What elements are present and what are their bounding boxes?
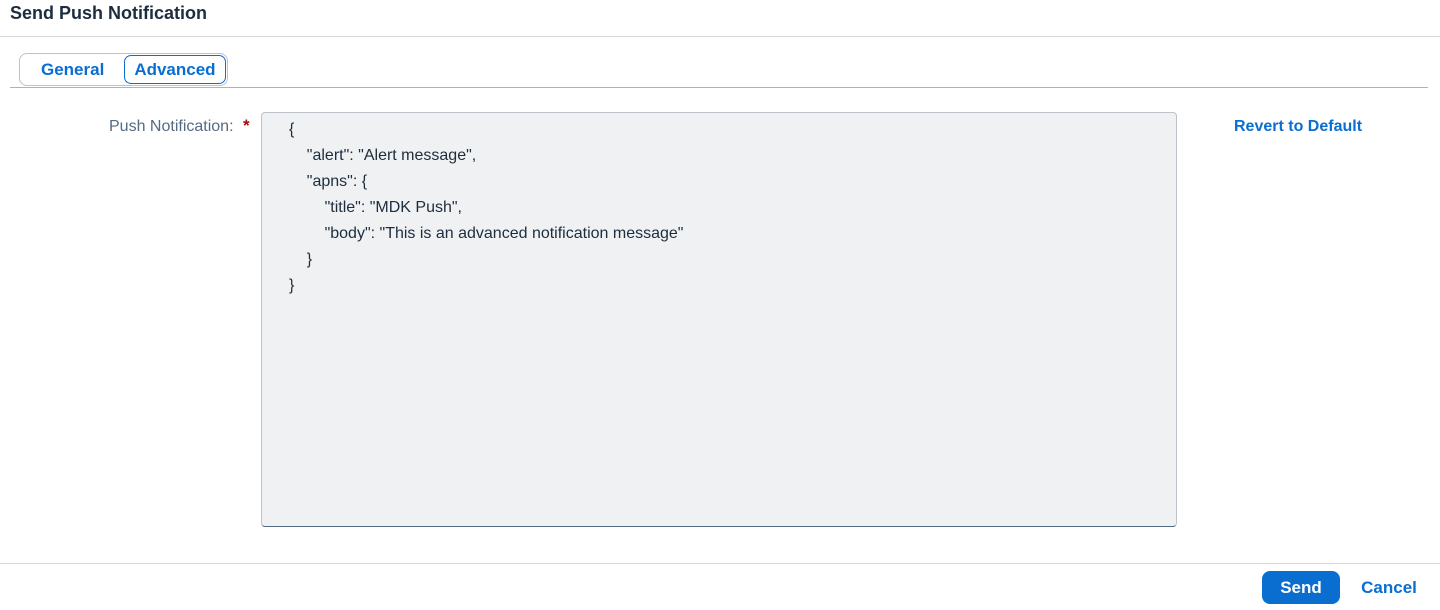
dialog-header: Send Push Notification (0, 0, 1440, 37)
push-notification-label: Push Notification: (109, 118, 234, 135)
tab-bar: General Advanced (19, 53, 228, 86)
tab-advanced[interactable]: Advanced (124, 55, 226, 84)
dialog-footer (0, 563, 1440, 610)
push-notification-payload-editor[interactable]: { "alert": "Alert message", "apns": { "t… (261, 112, 1177, 527)
cancel-button[interactable]: Cancel (1352, 571, 1426, 604)
tab-general[interactable]: General (41, 59, 105, 79)
send-button[interactable]: Send (1262, 571, 1340, 604)
tab-divider (10, 87, 1428, 88)
revert-to-default-link[interactable]: Revert to Default (1234, 118, 1363, 135)
dialog-title: Send Push Notification (10, 3, 208, 23)
required-marker: * (243, 116, 250, 135)
